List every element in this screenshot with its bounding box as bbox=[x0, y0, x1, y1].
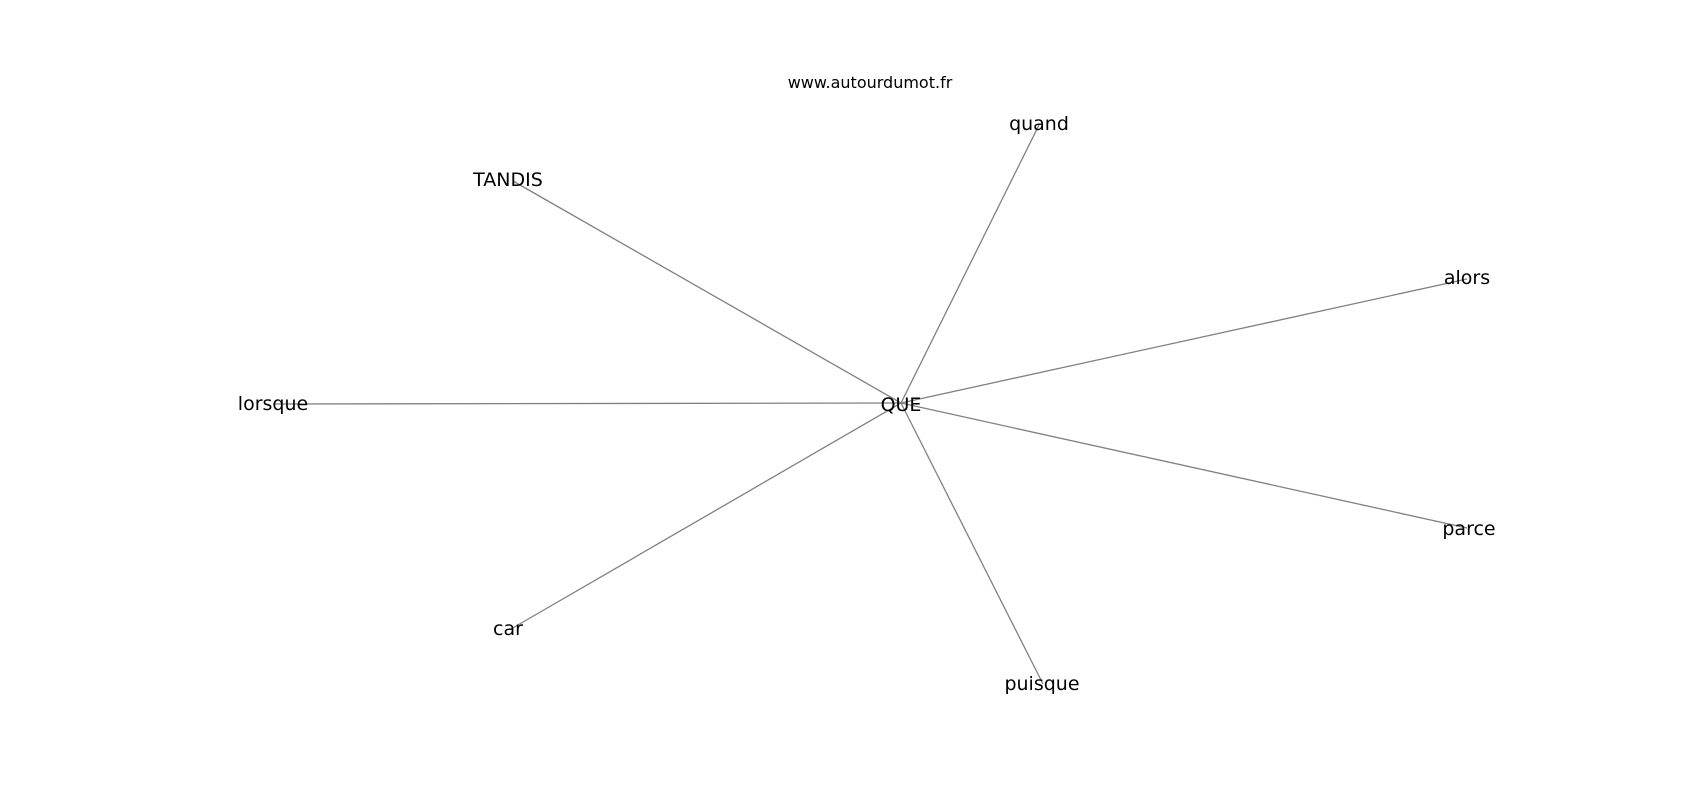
edge-que-parce bbox=[900, 402, 1468, 529]
node-parce[interactable]: parce bbox=[1442, 518, 1495, 540]
node-puisque[interactable]: puisque bbox=[1004, 673, 1079, 695]
edge-que-tandis bbox=[512, 180, 902, 404]
node-alors[interactable]: alors bbox=[1444, 267, 1490, 289]
edge-que-lorsque bbox=[272, 402, 902, 405]
edge-que-quand bbox=[900, 124, 1040, 404]
edges-group bbox=[272, 124, 1468, 685]
edge-que-puisque bbox=[900, 402, 1044, 685]
edge-que-alors bbox=[900, 278, 1468, 404]
node-quand[interactable]: quand bbox=[1009, 113, 1069, 135]
edge-que-car bbox=[510, 402, 902, 630]
node-tandis[interactable]: TANDIS bbox=[472, 169, 543, 191]
node-que[interactable]: QUE bbox=[881, 394, 922, 416]
nodes-group: QUE quand TANDIS alors lorsque parce car… bbox=[238, 113, 1496, 695]
node-lorsque[interactable]: lorsque bbox=[238, 393, 308, 415]
site-label: www.autourdumot.fr bbox=[788, 73, 953, 92]
node-car[interactable]: car bbox=[493, 618, 523, 640]
